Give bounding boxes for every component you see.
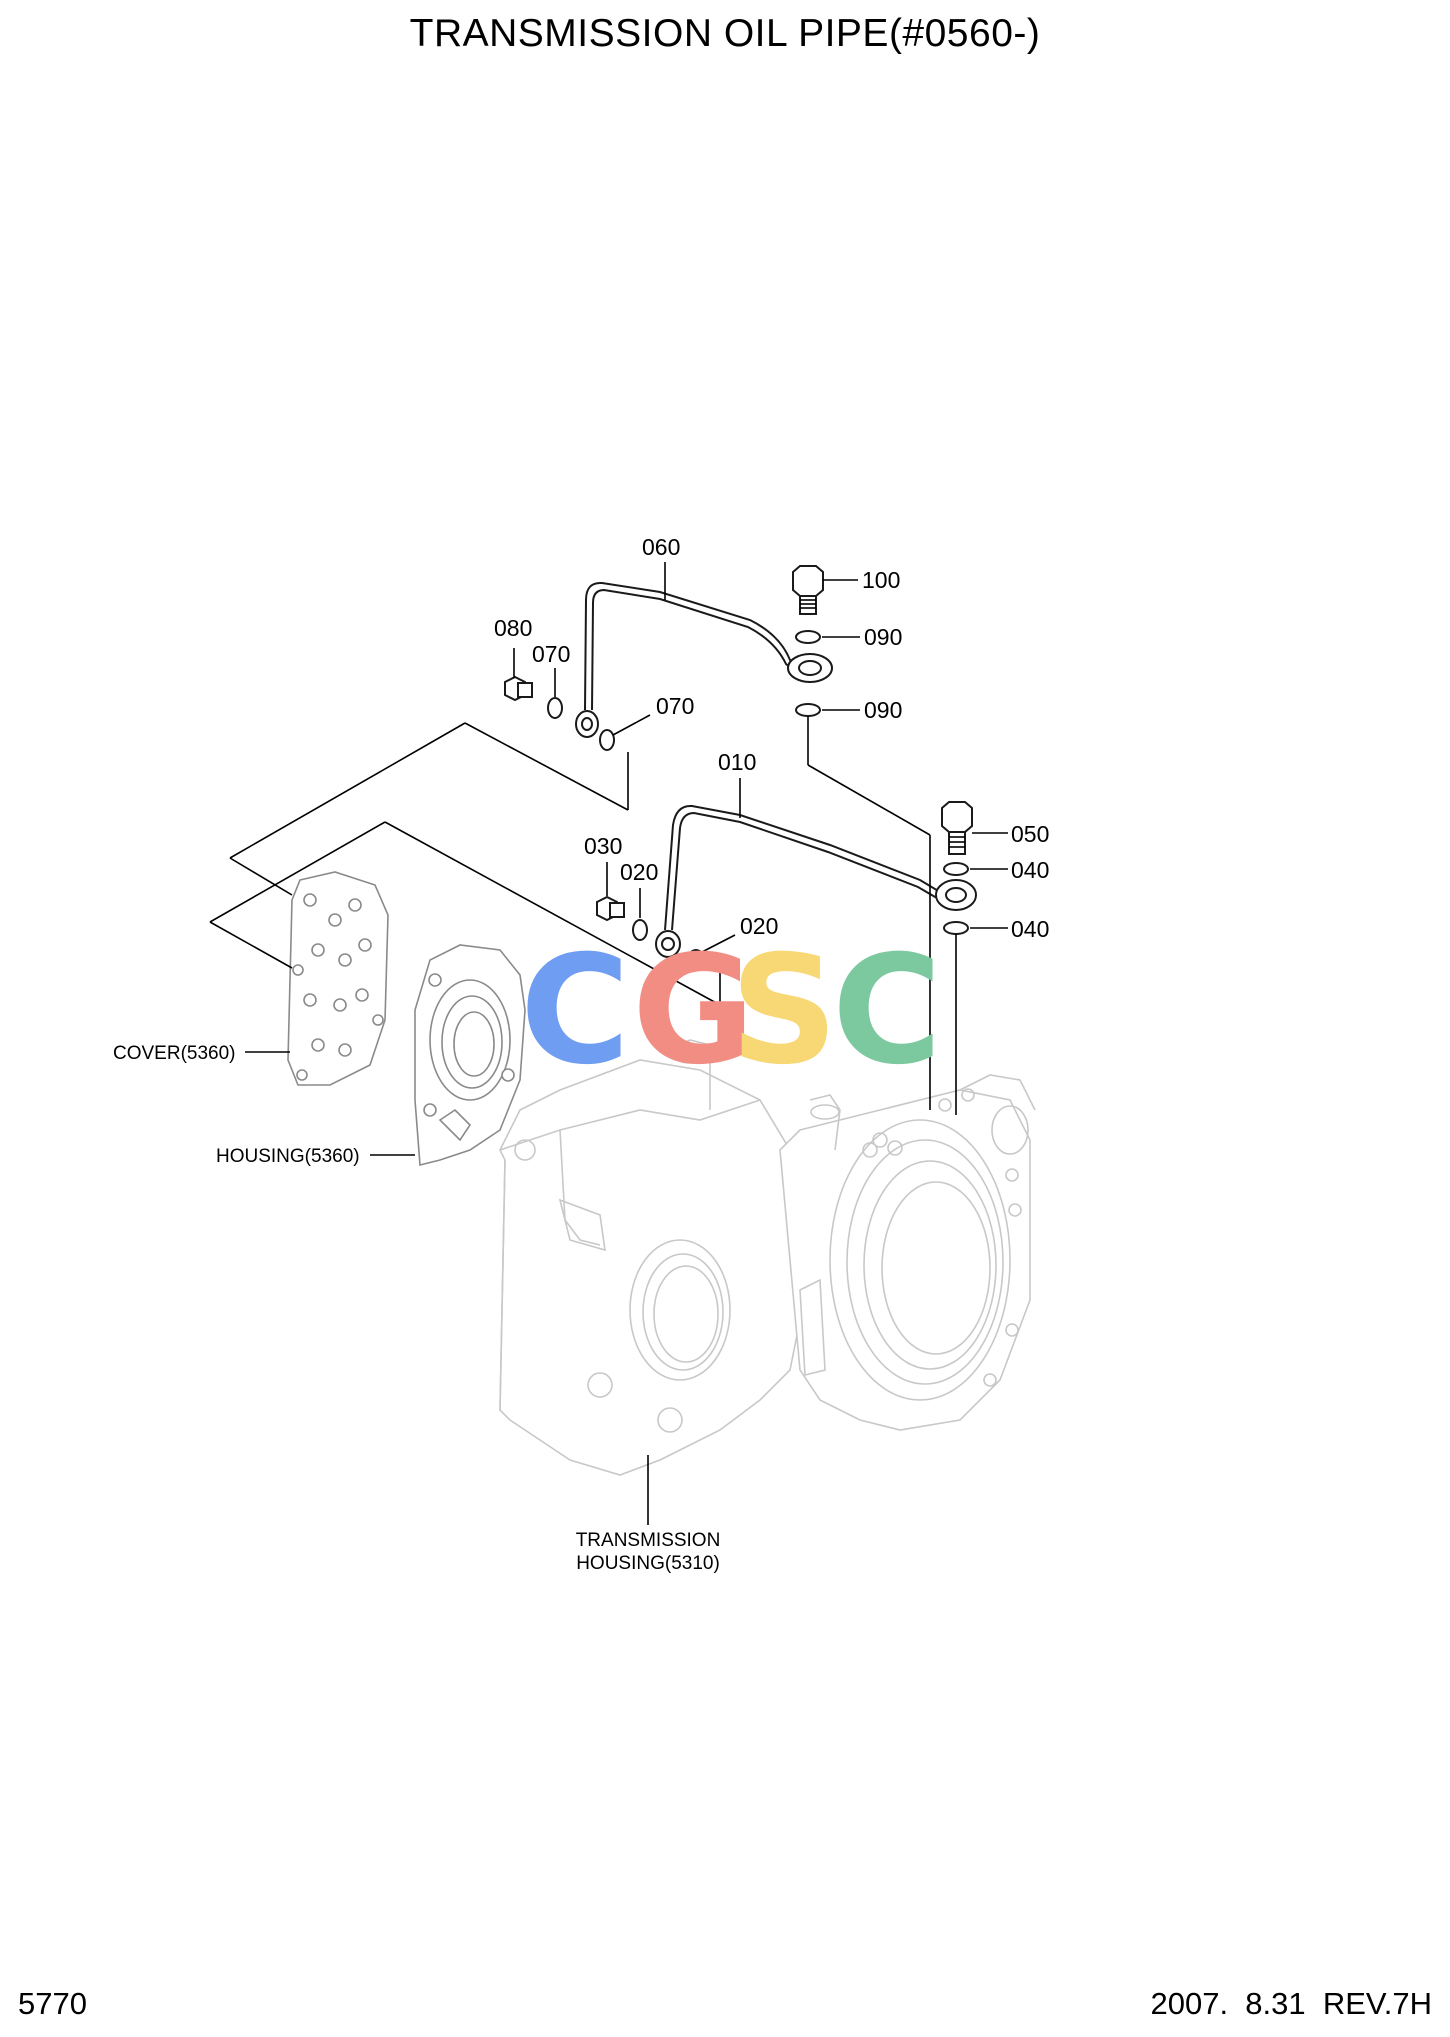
cover-drawing — [287, 871, 389, 1086]
callout-030: 030 — [584, 833, 622, 859]
reference-housing: HOUSING(5360) — [216, 1146, 360, 1167]
callout-020-lower: 020 — [740, 913, 778, 939]
watermark: C G S C — [520, 924, 942, 1098]
callout-070-upper: 070 — [532, 641, 570, 667]
callout-090-lower: 090 — [864, 697, 902, 723]
callout-010: 010 — [718, 749, 756, 775]
bolt-050 — [941, 801, 973, 855]
o-ring-020-upper — [632, 919, 648, 941]
callout-040-lower: 040 — [1011, 916, 1049, 942]
callout-080: 080 — [494, 615, 532, 641]
plug-080 — [504, 675, 533, 702]
o-ring-070-upper — [547, 697, 563, 719]
o-ring-040-upper — [943, 862, 969, 876]
leader-lines — [209, 562, 1008, 1525]
reference-labels: COVER(5360) HOUSING(5360) TRANSMISSION H… — [113, 1043, 720, 1574]
callouts: 060 100 090 090 080 070 070 010 050 040 … — [494, 534, 1049, 942]
bolt-100 — [792, 565, 824, 615]
o-ring-090-upper — [795, 630, 821, 644]
oil-pipe-010 — [655, 804, 977, 958]
watermark-letter-4: C — [832, 924, 942, 1098]
callout-040-upper: 040 — [1011, 857, 1049, 883]
reference-cover: COVER(5360) — [113, 1043, 236, 1064]
transmission-housing-drawing — [499, 1039, 1036, 1476]
callout-060: 060 — [642, 534, 680, 560]
reference-transmission-housing-line1: TRANSMISSION — [576, 1530, 721, 1551]
o-ring-040-lower — [943, 921, 969, 935]
o-ring-070-lower — [599, 729, 615, 751]
valve-housing-drawing — [414, 944, 526, 1167]
callout-090-upper: 090 — [864, 624, 902, 650]
oil-pipe-060 — [575, 581, 833, 738]
reference-transmission-housing-line2: HOUSING(5310) — [576, 1553, 720, 1574]
watermark-letter-1: C — [520, 924, 630, 1098]
o-ring-020-lower — [687, 949, 705, 971]
revision-stamp: 2007. 8.31 REV.7H — [1150, 1986, 1433, 2021]
callout-020-upper: 020 — [620, 859, 658, 885]
o-ring-090-lower — [795, 703, 821, 717]
page-title: TRANSMISSION OIL PIPE(#0560-) — [409, 12, 1041, 55]
watermark-letter-2: G — [632, 924, 755, 1098]
callout-050: 050 — [1011, 821, 1049, 847]
watermark-letter-3: S — [730, 924, 838, 1098]
plug-030 — [596, 895, 625, 922]
page-number: 5770 — [18, 1986, 87, 2021]
callout-070-lower: 070 — [656, 693, 694, 719]
callout-100: 100 — [862, 567, 900, 593]
